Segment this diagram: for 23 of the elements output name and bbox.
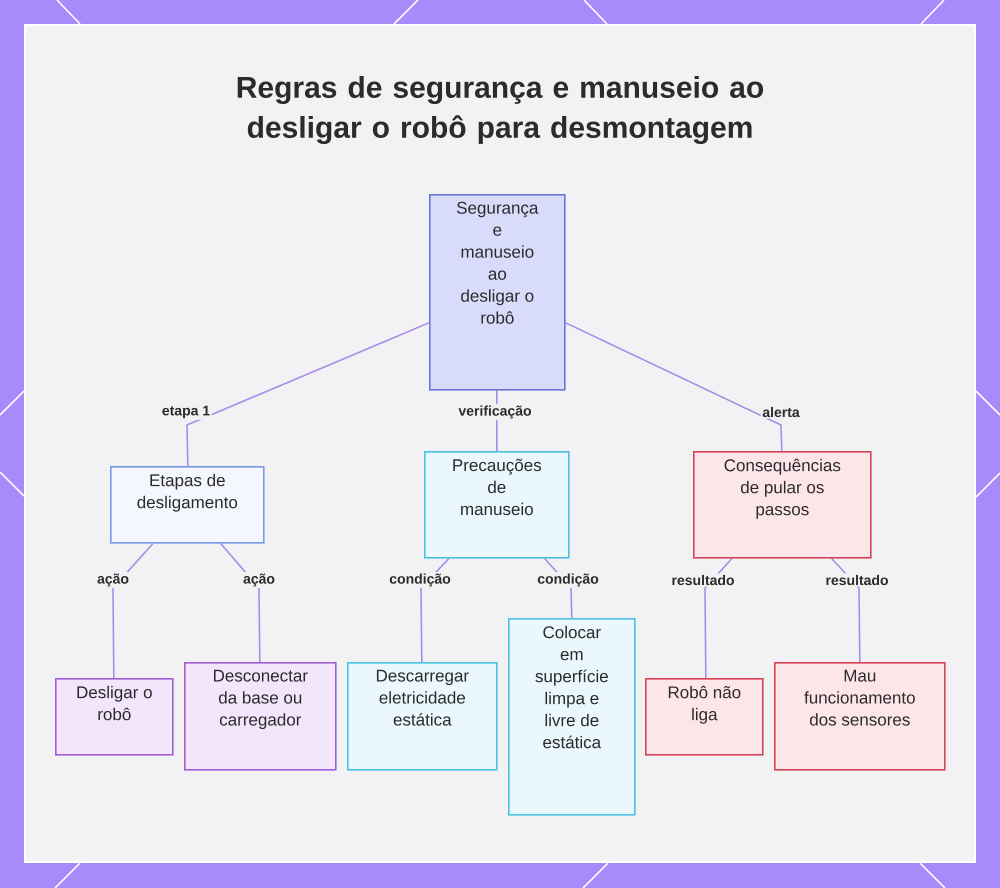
edge-label: condição <box>388 572 452 588</box>
root-box: Segurança e manuseio ao desligar o robô <box>429 194 566 391</box>
title: Regras de segurança e manuseio ao desligar o robô para desmontagem <box>238 76 764 144</box>
edge-label: ação <box>242 572 276 588</box>
leaf-box: Desconectar da base ou carregador <box>184 662 337 771</box>
edge-label: ação <box>96 572 130 588</box>
leaf-box: Mau funcionamento dos sensores <box>774 662 946 771</box>
edge-label: resultado <box>670 573 736 587</box>
edge-label: resultado <box>824 573 890 587</box>
connector <box>186 322 430 466</box>
branch-box: Etapas de desligamento <box>110 466 265 544</box>
edge-label: verificação <box>456 404 534 420</box>
edge-label: alerta <box>760 405 802 419</box>
leaf-box: Colocar em superfície limpa e livre de estática <box>508 618 636 816</box>
branch-box: Consequências de pular os passos <box>693 451 872 559</box>
edge-label: etapa 1 <box>160 404 212 420</box>
leaf-box: Robô não liga <box>645 678 764 756</box>
leaf-box: Desligar o robô <box>55 678 174 756</box>
edge-label: condição <box>536 572 600 588</box>
leaf-box: Descarregar eletricidade estática <box>347 662 498 771</box>
branch-box: Precauções de manuseio <box>424 451 570 559</box>
connector <box>565 322 783 452</box>
connector <box>704 558 732 678</box>
